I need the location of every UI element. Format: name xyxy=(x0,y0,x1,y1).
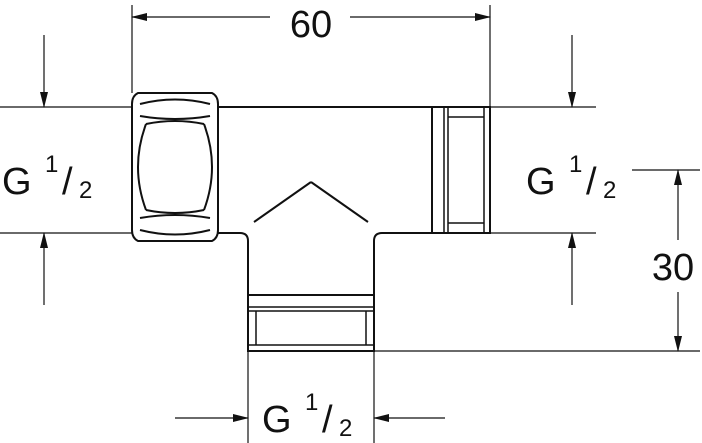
dimension-arrows xyxy=(40,13,682,422)
nut-bulge-right xyxy=(203,123,213,211)
extension-lines xyxy=(0,5,700,443)
hex-nut-left xyxy=(131,92,219,242)
thread-right-numerator: 1 xyxy=(569,151,582,178)
dimension-width-label: 60 xyxy=(290,4,332,46)
thread-bottom-slash: / xyxy=(322,399,333,441)
thread-left-slash: / xyxy=(62,161,73,203)
thread-right-denominator: 2 xyxy=(603,177,616,204)
thread-left-numerator: 1 xyxy=(45,151,58,178)
thread-label-right: G 1 / 2 xyxy=(526,151,616,204)
fitting-body xyxy=(218,106,433,296)
thread-right-letter: G xyxy=(526,161,556,203)
thread-bottom-letter: G xyxy=(262,399,292,441)
thread-left-denominator: 2 xyxy=(79,177,92,204)
nut-top-flat xyxy=(139,98,211,105)
tee-body-outline xyxy=(218,106,433,296)
nut-bottom-flat xyxy=(139,229,211,236)
thread-end-right xyxy=(431,106,491,234)
nut-upper-flat xyxy=(139,115,211,120)
thread-bottom-numerator: 1 xyxy=(305,389,318,416)
bottom-thread-outer xyxy=(247,294,375,352)
thread-bottom-denominator: 2 xyxy=(339,415,352,442)
nut-bulge-left xyxy=(137,123,147,211)
nut-mid-top xyxy=(145,120,205,125)
thread-right-slash: / xyxy=(586,161,597,203)
dimension-height-label: 30 xyxy=(652,247,694,289)
inner-diagonal-left xyxy=(253,181,312,223)
thread-label-bottom: G 1 / 2 xyxy=(262,389,352,442)
nut-outline xyxy=(131,92,219,242)
nut-lower-flat xyxy=(139,214,211,219)
thread-end-bottom xyxy=(247,294,375,352)
thread-label-left: G 1 / 2 xyxy=(2,151,92,204)
nut-mid-bottom xyxy=(145,209,205,214)
inner-diagonal-right xyxy=(310,181,369,223)
thread-left-letter: G xyxy=(2,161,32,203)
right-thread-outer xyxy=(431,106,491,234)
